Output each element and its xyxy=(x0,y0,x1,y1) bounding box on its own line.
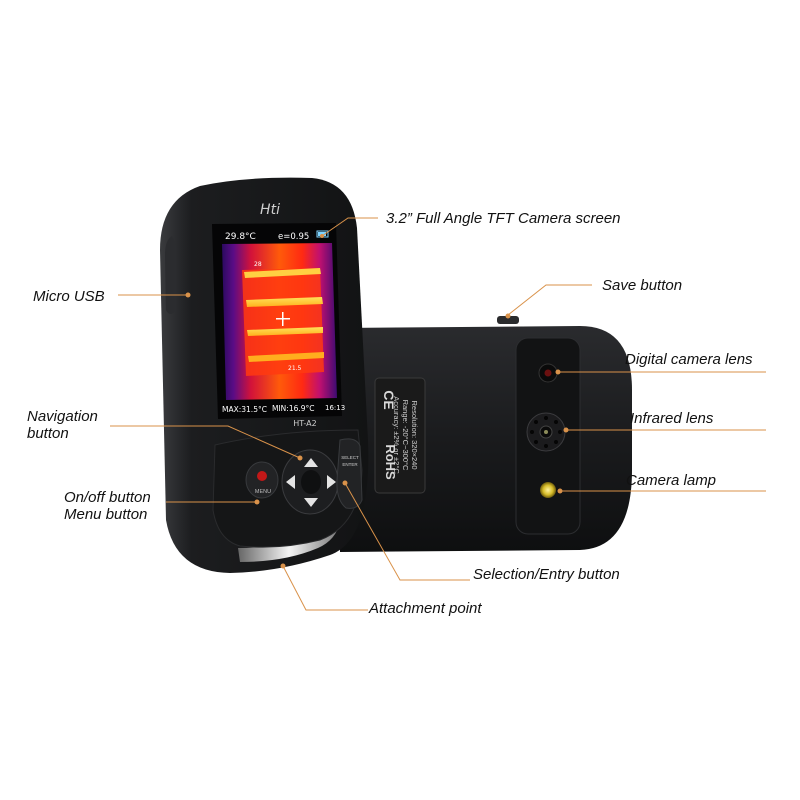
label-navigation-line2: button xyxy=(27,425,69,442)
spec-label-plate xyxy=(374,377,426,494)
leader-screen xyxy=(321,217,378,237)
camera-lamp xyxy=(540,482,556,498)
min-temp-readout: MIN:16.9°C xyxy=(272,404,315,413)
label-onoff-line2: Menu button xyxy=(64,506,148,523)
dpad-right-icon[interactable] xyxy=(327,475,336,489)
micro-usb-port xyxy=(165,236,176,314)
spot-temp-right: 21.5 xyxy=(288,365,302,372)
digital-camera-lens-center xyxy=(544,369,552,377)
leader-save-button xyxy=(507,284,592,316)
brand-logo: Hti xyxy=(260,202,280,218)
label-attachment-point: Attachment point xyxy=(369,600,482,617)
thermal-band-3 xyxy=(244,268,321,278)
leader-lines xyxy=(110,217,766,611)
thermal-band-2 xyxy=(247,327,323,336)
leader-endpoints xyxy=(185,234,569,569)
leader-selection xyxy=(344,482,470,581)
label-camera-lamp: Camera lamp xyxy=(626,472,717,489)
infrared-lens-grille xyxy=(530,416,562,448)
spec-range: Range: -20°C~300°C xyxy=(401,400,410,471)
max-temp-readout: MAX:31.5°C xyxy=(222,405,267,414)
label-infrared-lens: Infrared lens xyxy=(630,410,714,427)
dpad-center xyxy=(301,470,321,494)
dpad-left-icon[interactable] xyxy=(286,475,295,489)
ce-mark: CE xyxy=(381,390,397,409)
thermal-crosshair-h xyxy=(276,318,290,320)
center-temp-readout: 29.8°C xyxy=(225,232,256,242)
dpad-down-icon[interactable] xyxy=(304,498,318,507)
thermal-band-1 xyxy=(246,297,323,307)
label-micro-usb: Micro USB xyxy=(33,288,105,305)
time-readout: 16:13 xyxy=(325,404,345,412)
thermal-band-4 xyxy=(248,352,324,362)
select-enter-button[interactable] xyxy=(336,438,363,509)
label-save-button: Save button xyxy=(602,277,683,294)
spec-resolution: Resolution: 320×240 xyxy=(410,400,419,469)
spec-accuracy: Accuracy: ±2% or ±2°C xyxy=(392,396,401,474)
select-key-label-2: ENTER xyxy=(342,462,358,467)
select-key-label-1: SELECT xyxy=(341,455,359,460)
leader-navigation xyxy=(110,425,301,459)
emissivity-readout: e=0.95 xyxy=(278,232,309,242)
label-navigation-line1: Navigation xyxy=(27,408,98,425)
infrared-lens-glint xyxy=(544,430,548,434)
device-front: Hti 29.8°C e=0.95 28 21.5 MAX:31.5°C MIN… xyxy=(160,177,369,573)
spot-temp-left: 28 xyxy=(254,261,262,268)
label-onoff-line1: On/off button xyxy=(64,489,151,506)
dpad-up-icon[interactable] xyxy=(304,458,318,467)
save-button-nub xyxy=(497,316,519,324)
label-digital-camera-lens: Digital camera lens xyxy=(625,351,753,368)
power-icon xyxy=(257,471,267,481)
leader-attachment xyxy=(282,565,368,611)
label-selection-entry: Selection/Entry button xyxy=(473,566,620,583)
menu-key-label: MENU xyxy=(255,489,271,495)
rohs-mark: RoHS xyxy=(383,444,398,480)
label-screen: 3.2” Full Angle TFT Camera screen xyxy=(386,210,621,227)
model-label: HT-A2 xyxy=(293,419,316,428)
device-back: Resolution: 320×240 Range: -20°C~300°C A… xyxy=(338,316,632,552)
